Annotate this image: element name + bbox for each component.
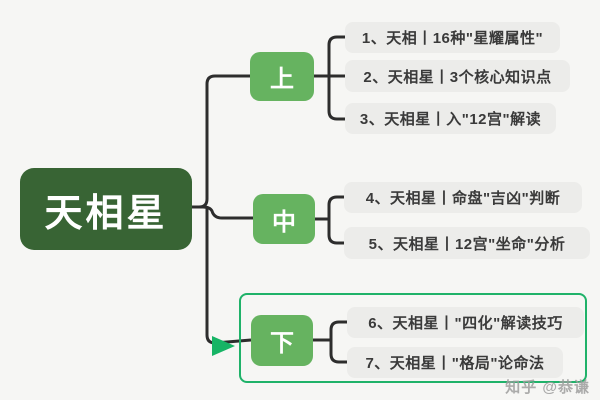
- root-node[interactable]: 天相星: [20, 168, 192, 250]
- leaf-node-3[interactable]: 3、天相星丨入"12宫"解读: [345, 103, 556, 134]
- leaf-node-2[interactable]: 2、天相星丨3个核心知识点: [345, 60, 570, 92]
- branch-node-upper[interactable]: 上: [250, 52, 314, 101]
- branch-node-lower[interactable]: 下: [251, 315, 313, 366]
- branch-node-middle[interactable]: 中: [253, 194, 315, 244]
- connector-middle-leaves: [315, 195, 344, 245]
- leaf-node-5[interactable]: 5、天相星丨12宫"坐命"分析: [344, 227, 590, 259]
- highlight-box: [239, 293, 587, 383]
- connector-root-to-middle: [192, 205, 253, 220]
- leaf-node-7[interactable]: 7、天相星丨"格局"论命法: [347, 347, 563, 378]
- watermark: 知乎 @恭谦: [505, 379, 590, 396]
- leaf-node-6[interactable]: 6、天相星丨"四化"解读技巧: [347, 307, 584, 338]
- leaf-node-4[interactable]: 4、天相星丨命盘"吉凶"判断: [344, 182, 582, 213]
- connector-upper-leaves: [314, 35, 345, 121]
- connector-root-to-upper: [192, 74, 250, 209]
- leaf-node-1[interactable]: 1、天相丨16种"星耀属性": [345, 22, 560, 53]
- connector-lower-leaves: [313, 320, 347, 364]
- pointer-arrow-icon: [56, 336, 235, 356]
